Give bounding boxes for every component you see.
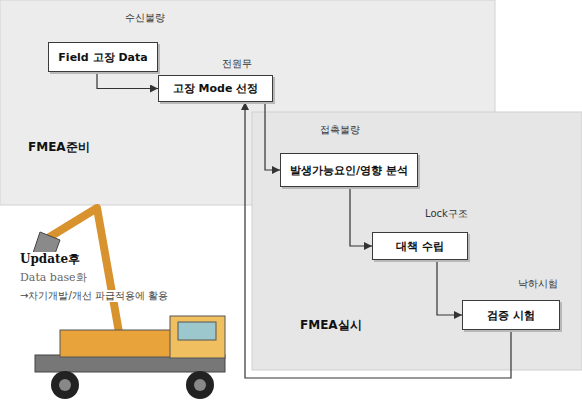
- flow-arrow: [97, 72, 158, 89]
- callout-note: 전원무: [222, 58, 252, 70]
- callout-note: Lock구조: [425, 208, 468, 220]
- process-box: 대책 수립: [372, 232, 468, 260]
- process-box: 고장 Mode 선정: [158, 75, 273, 102]
- upper-body: [60, 330, 172, 357]
- process-box: 검증 시험: [462, 300, 560, 330]
- cab-window: [178, 322, 216, 340]
- phase-title: FMEA실시: [300, 318, 362, 332]
- wheel-hub: [59, 379, 71, 391]
- update-note: Update후: [18, 252, 82, 266]
- box-text: 검증 시험: [487, 308, 535, 323]
- process-box: 발생가능요인/영향 분석: [280, 153, 418, 187]
- box-text: 고장 Mode 선정: [173, 81, 259, 96]
- wheel: [51, 371, 79, 399]
- cab: [170, 316, 225, 358]
- execute-panel: [252, 112, 582, 370]
- flow-arrow: [437, 260, 462, 315]
- flow-arrow: [245, 102, 511, 378]
- database-note: Data base화: [18, 271, 89, 284]
- callout-note: 낙하시험: [518, 278, 558, 290]
- box-text: 대책 수립: [396, 239, 444, 254]
- box-text: 발생가능요인/영향 분석: [290, 163, 408, 178]
- callout-note: 수신불량: [125, 12, 165, 24]
- wheel: [186, 371, 214, 399]
- phase-title: FMEA준비: [28, 140, 90, 154]
- reuse-note: →차기개발/개선 파급적용에 활용: [18, 290, 170, 302]
- process-box: Field 고장 Data: [48, 42, 158, 72]
- box-text: Field 고장 Data: [58, 50, 147, 65]
- wheel-hub: [194, 379, 206, 391]
- flow-arrow: [265, 102, 280, 170]
- flow-arrow: [350, 187, 372, 246]
- callout-note: 접촉불량: [320, 124, 360, 136]
